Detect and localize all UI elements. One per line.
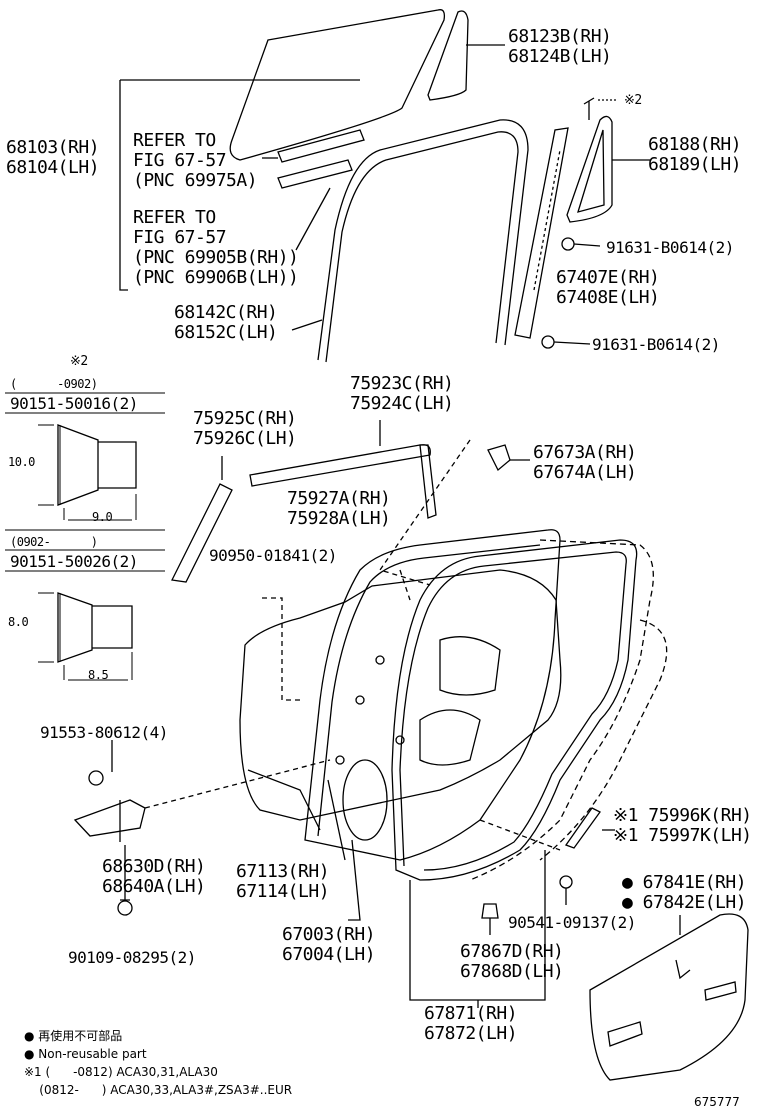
inset-range-1: ( -0902) bbox=[10, 377, 98, 391]
door-glass bbox=[229, 9, 446, 161]
glass-run-strip-upper bbox=[277, 129, 365, 163]
door-inner-frame bbox=[304, 529, 561, 861]
inset-dim-height-2: 8.0 bbox=[8, 615, 29, 629]
clip-upper bbox=[561, 237, 575, 251]
inset-note2-mark: ※2 bbox=[70, 354, 88, 369]
label-67673a[interactable]: 67673A(RH)67674A(LH) bbox=[533, 442, 637, 483]
bolt-90151-50026 bbox=[57, 592, 133, 663]
weatherstrip-clip bbox=[487, 444, 511, 472]
label-67867d[interactable]: 67867D(RH)67868D(LH) bbox=[460, 941, 564, 982]
door-outer-panel bbox=[239, 569, 562, 821]
quarter-glass bbox=[427, 10, 469, 101]
label-75927a[interactable]: 75927A(RH)75928A(LH) bbox=[287, 488, 391, 529]
inset-dim-width-2: 8.5 bbox=[88, 668, 109, 682]
rear-frame-garnish bbox=[419, 444, 437, 519]
label-91553[interactable]: 91553-80612(4) bbox=[40, 723, 168, 742]
door-frame-garnish bbox=[171, 483, 233, 583]
label-68630d[interactable]: 68630D(RH)68640A(LH) bbox=[102, 856, 206, 897]
label-note2-screw: ※2 bbox=[624, 93, 642, 108]
legend-note1-line1: ※1 ( -0812) ACA30,31,ALA30 bbox=[24, 1065, 218, 1079]
label-75923c[interactable]: 75923C(RH)75924C(LH) bbox=[350, 373, 454, 414]
film-patch bbox=[564, 807, 601, 849]
hinge-bolt-top bbox=[88, 770, 104, 786]
bolt-90541 bbox=[559, 875, 573, 889]
quarter-window-weatherstrip bbox=[566, 115, 613, 223]
label-67407e[interactable]: 67407E(RH)67408E(LH) bbox=[556, 267, 660, 308]
inset-dim-height-1: 10.0 bbox=[8, 455, 35, 469]
label-67871[interactable]: 67871(RH)67872(LH) bbox=[424, 1003, 518, 1044]
screw-inset-box bbox=[5, 372, 163, 696]
label-75925c[interactable]: 75925C(RH)75926C(LH) bbox=[193, 408, 297, 449]
glass-run-strip-lower bbox=[277, 159, 353, 189]
label-90950[interactable]: 90950-01841(2) bbox=[209, 546, 337, 565]
glass-run-channel bbox=[317, 119, 529, 363]
bolt-90151-50016 bbox=[57, 424, 137, 506]
label-68142c[interactable]: 68142C(RH)68152C(LH) bbox=[174, 302, 278, 343]
legend-non-reusable-en: ● Non-reusable part bbox=[24, 1047, 147, 1061]
screw-top bbox=[583, 97, 595, 120]
division-bar bbox=[514, 127, 569, 339]
belt-moulding bbox=[249, 444, 431, 487]
opening-weatherstrip bbox=[469, 539, 654, 881]
label-75996k[interactable]: ※1 75996K(RH)※1 75997K(LH) bbox=[613, 805, 752, 846]
legend-non-reusable-jp: ● 再使用不可部品 bbox=[24, 1029, 123, 1043]
door-weatherstrip bbox=[391, 539, 638, 881]
label-91631-lower[interactable]: 91631-B0614(2) bbox=[592, 335, 720, 354]
label-68188[interactable]: 68188(RH)68189(LH) bbox=[648, 134, 742, 175]
figure-id: 675777 bbox=[694, 1095, 740, 1109]
label-68123b[interactable]: 68123B(RH)68124B(LH) bbox=[508, 26, 612, 67]
label-67841e[interactable]: ● 67841E(RH)● 67842E(LH) bbox=[622, 872, 747, 913]
label-68103[interactable]: 68103(RH)68104(LH) bbox=[6, 137, 100, 178]
label-90109[interactable]: 90109-08295(2) bbox=[68, 948, 196, 967]
inset-range-2: (0902- ) bbox=[10, 535, 98, 549]
clip-lower bbox=[541, 335, 555, 349]
door-check bbox=[73, 799, 146, 837]
legend-note1-line2: (0812- ) ACA30,33,ALA3#,ZSA3#..EUR bbox=[24, 1083, 293, 1097]
label-90541[interactable]: 90541-09137(2) bbox=[508, 913, 636, 932]
inset-part-90151-50016[interactable]: 90151-50016(2) bbox=[10, 394, 138, 413]
service-hole-cover bbox=[589, 913, 749, 1081]
inset-dim-width-1: 9.0 bbox=[92, 510, 113, 524]
label-91631-upper[interactable]: 91631-B0614(2) bbox=[606, 238, 734, 257]
speaker-hole bbox=[342, 759, 388, 841]
label-67003[interactable]: 67003(RH)67004(LH) bbox=[282, 924, 376, 965]
clip-67867 bbox=[481, 903, 499, 919]
label-67113[interactable]: 67113(RH)67114(LH) bbox=[236, 861, 330, 902]
inset-part-90151-50026[interactable]: 90151-50026(2) bbox=[10, 552, 138, 571]
hinge-bolt-bottom bbox=[117, 900, 133, 916]
